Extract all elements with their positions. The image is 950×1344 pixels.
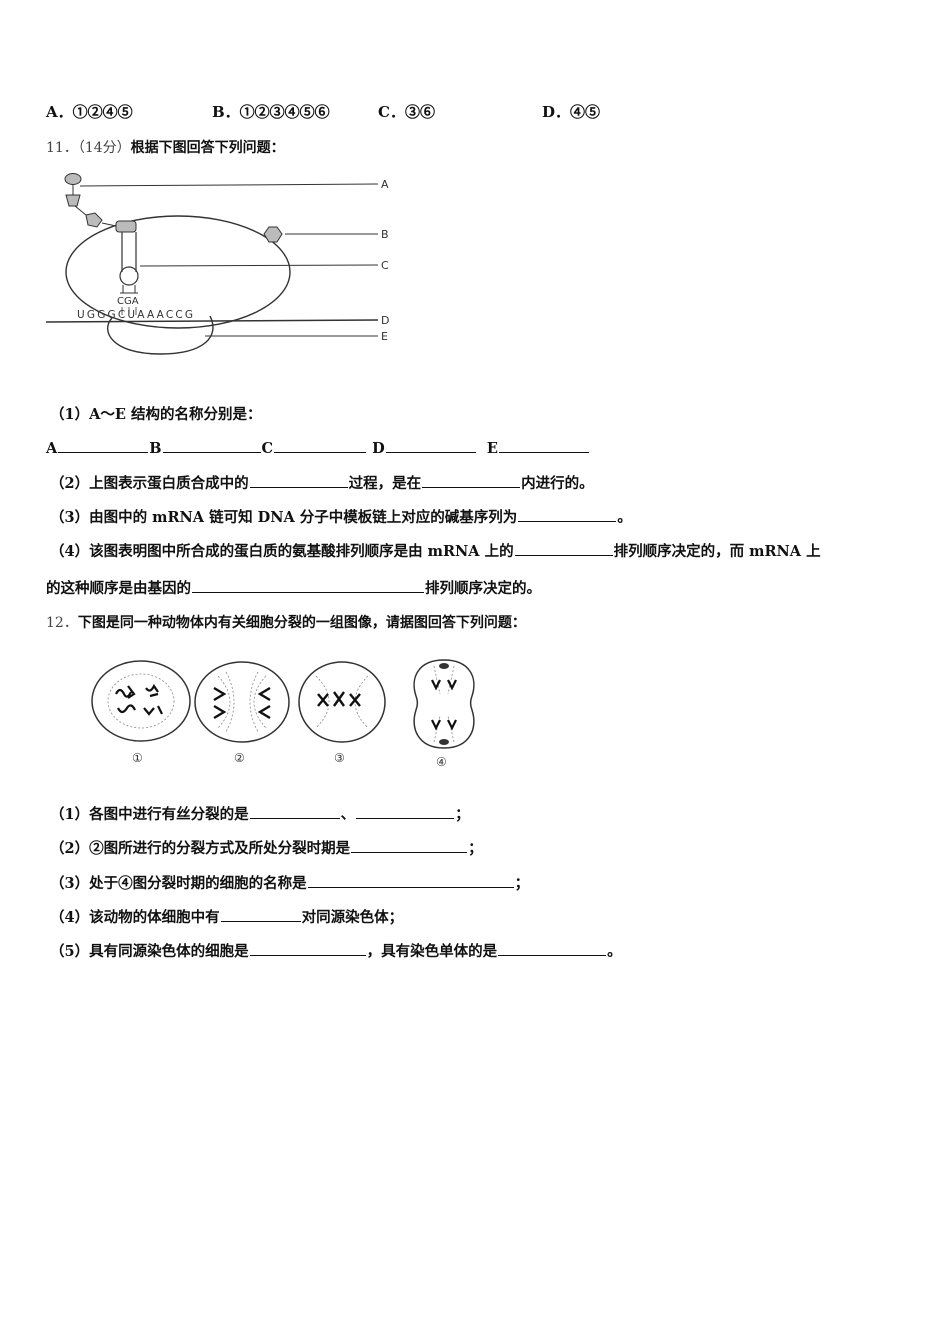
trna-stem [121,232,137,272]
q12-s4-part1: （4）该动物的体细胞中有 [50,909,220,926]
cell-4-label: ④ [436,755,447,769]
q12-s5-part1: （5）具有同源染色体的细胞是 [50,943,249,960]
blank-cell-name[interactable] [307,873,514,888]
q12-s5-part2: ，具有染色单体的是 [366,943,498,960]
q12-s5: （5）具有同源染色体的细胞是 ，具有染色单体的是 。 [50,940,622,961]
option-a: A．①②④⑤ [46,103,133,121]
ribosome-small-subunit [107,315,214,355]
blank-chromatid-cells[interactable] [498,941,607,956]
q11-s2: （2）上图表示蛋白质合成中的 过程，是在 内进行的。 [50,472,594,493]
q12-s5-part3: 。 [607,943,622,960]
q12-s1: （1）各图中进行有丝分裂的是 、 ； [50,803,470,824]
q12-s2: （2）②图所进行的分裂方式及所处分裂时期是 ； [50,837,483,858]
q12-title: 下图是同一种动物体内有关细胞分裂的一组图像，请据图回答下列问题： [77,615,526,631]
q11-s1: （1）A～E 结构的名称分别是： [50,406,262,423]
blank-b[interactable] [162,438,261,453]
q11-s4a: （4）该图表明图中所合成的蛋白质的氨基酸排列顺序是由 mRNA 上的 排列顺序决定… [50,540,821,561]
q11-answer-row: A B C D E [46,438,590,457]
amino-acid-3 [85,212,103,228]
q12-number: 12． [46,615,78,631]
pointer-a [79,183,379,187]
q11-title: 根据下图回答下列问题： [130,140,285,156]
blank-gene-order[interactable] [192,578,424,593]
q11-number: 11．（14分） [46,140,131,156]
mrna-sequence: UGGGCUAAACCG [77,309,195,321]
q12-s1-part3: ； [455,806,470,823]
blank-d[interactable] [385,438,476,453]
amino-acid-4 [115,220,137,233]
translation-diagram: CGA UGGGCUAAACCG A B C D E [45,173,389,355]
q12-s3: （3）处于④图分裂时期的细胞的名称是 ； [50,872,529,893]
blank-process[interactable] [249,473,348,488]
q11-s4b: 的这种顺序是由基因的 排列顺序决定的。 [46,577,541,598]
label-e: E [381,330,388,343]
blank-homolog-pairs[interactable] [220,907,301,922]
option-d: D．④⑤ [542,103,601,121]
blank-location[interactable] [422,473,521,488]
anticodon-text: CGA [117,296,139,307]
cell-1-label: ① [132,751,143,765]
blank-c[interactable] [274,438,367,453]
q12-header: 12．下图是同一种动物体内有关细胞分裂的一组图像，请据图回答下列问题： [46,612,526,632]
cell-3-label: ③ [334,751,345,765]
free-amino-acid [263,226,283,243]
answer-letter-b: B [149,440,162,457]
option-b: B．①②③④⑤⑥ [212,103,330,121]
q11-s2-part3: 内进行的。 [521,475,594,492]
label-b: B [381,228,389,241]
option-c: C．③⑥ [378,103,435,121]
q11-s4b-part1: 的这种顺序是由基因的 [46,580,191,597]
q11-s4a-part2: 排列顺序决定的，而 mRNA 上 [613,543,821,560]
label-c: C [381,259,389,272]
q11-s2-part1: （2）上图表示蛋白质合成中的 [50,475,249,492]
q12-s1-part1: （1）各图中进行有丝分裂的是 [50,806,249,823]
label-a: A [381,178,389,191]
blank-e[interactable] [498,438,589,453]
cell-4: ④ [413,659,475,769]
ribosome-large-subunit [65,215,291,329]
answer-letter-c: C [261,440,274,457]
q12-s2-part2: ； [468,840,483,857]
q11-s3: （3）由图中的 mRNA 链可知 DNA 分子中模板链上对应的碱基序列为 。 [50,506,632,527]
label-d: D [381,314,389,327]
cell-2-label: ② [234,751,245,765]
cell-division-figure: ① ② ③ ④ [91,659,475,769]
blank-template-sequence[interactable] [518,507,617,522]
q11-s4a-part1: （4）该图表明图中所合成的蛋白质的氨基酸排列顺序是由 mRNA 上的 [50,543,514,560]
amino-acid-1 [64,173,82,185]
q11-s2-part2: 过程，是在 [348,475,422,492]
cell-3: ③ [298,661,386,765]
answer-letter-e: E [486,440,498,457]
mrna-line [45,319,379,323]
q12-s2-part1: （2）②图所进行的分裂方式及所处分裂时期是 [50,840,351,857]
q12-s3-part1: （3）处于④图分裂时期的细胞的名称是 [50,875,307,892]
answer-letter-a: A [46,440,58,457]
q11-s3-part1: （3）由图中的 mRNA 链可知 DNA 分子中模板链上对应的碱基序列为 [50,509,518,526]
trna-loop [119,266,139,286]
q12-s4-part2: 对同源染色体； [301,909,404,926]
q12-s1-part2: 、 [340,806,356,823]
blank-a[interactable] [58,438,149,453]
amino-acid-2 [65,194,81,207]
q12-s3-part2: ； [514,875,530,892]
answer-letter-d: D [372,440,385,457]
q11-header: 11．（14分）根据下图回答下列问题： [46,137,285,157]
cell-2: ② [194,661,290,765]
q11-s4b-part2: 排列顺序决定的。 [425,580,541,597]
blank-codon-order[interactable] [514,541,613,556]
cell-1: ① [91,660,191,765]
q11-s3-part2: 。 [617,509,632,526]
blank-mitosis-1[interactable] [249,804,340,819]
blank-homolog-cells[interactable] [249,941,366,956]
q12-s4: （4）该动物的体细胞中有 对同源染色体； [50,906,403,927]
blank-mitosis-2[interactable] [356,804,455,819]
pointer-c [139,264,379,267]
blank-division-phase[interactable] [351,838,468,853]
